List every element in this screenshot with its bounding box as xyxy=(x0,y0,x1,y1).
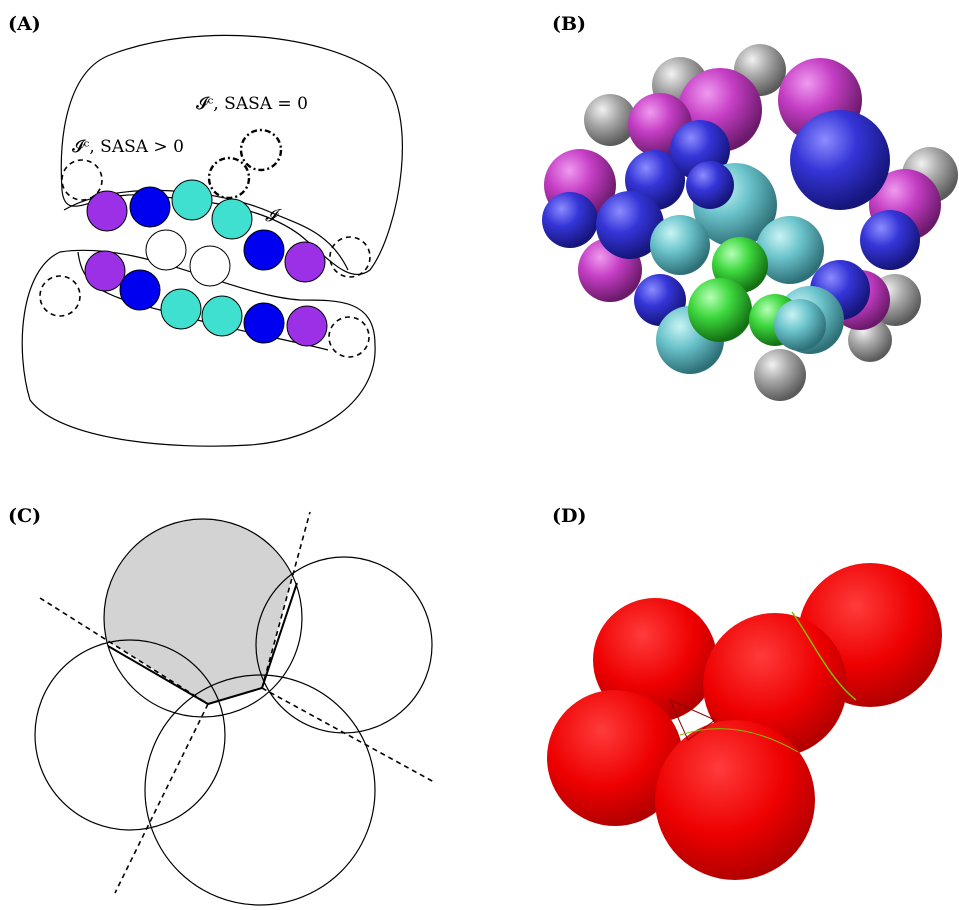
lower-protein-outline xyxy=(21,249,376,447)
atom-purple xyxy=(84,250,126,292)
label-sasa-positive: 𝓘ᶜ, SASA > 0 xyxy=(72,137,184,157)
sphere-cyan xyxy=(756,216,824,284)
panel-c: (C) xyxy=(8,505,435,906)
panel-label-b: (B) xyxy=(552,13,586,35)
panel-label-a: (A) xyxy=(8,13,41,35)
atom-blue xyxy=(243,302,285,344)
circle-bottom xyxy=(144,674,376,906)
sphere-cyan xyxy=(774,299,826,351)
atom-white xyxy=(189,245,231,287)
circle-top xyxy=(103,518,303,718)
bisector-line xyxy=(261,511,311,689)
panel-label-d: (D) xyxy=(552,505,586,527)
bisector-line xyxy=(114,703,209,894)
atom-sasa-positive xyxy=(39,275,81,317)
atom-purple xyxy=(284,241,326,283)
sphere-gray xyxy=(584,94,636,146)
panel-b: (B) xyxy=(542,13,958,401)
sphere-green xyxy=(688,278,752,342)
sphere-blue xyxy=(860,210,920,270)
atom-sasa-positive xyxy=(61,159,103,201)
atom-sasa-positive xyxy=(328,316,370,358)
sphere-blue xyxy=(596,191,664,259)
atom-sasa-zero xyxy=(207,156,251,200)
atom-cyan xyxy=(211,198,253,240)
panel-d: (D) xyxy=(547,505,942,880)
atom-sasa-positive xyxy=(329,236,371,278)
atom-cyan xyxy=(160,288,202,330)
bisector-line xyxy=(207,687,263,705)
sphere-cyan xyxy=(650,215,710,275)
sphere-blue xyxy=(542,192,598,248)
atom-cyan xyxy=(201,295,243,337)
atom-blue xyxy=(129,186,171,228)
sphere-blue xyxy=(686,161,734,209)
red-sphere xyxy=(655,720,815,880)
atom-purple xyxy=(86,190,128,232)
sphere-blue xyxy=(790,110,890,210)
panel-label-c: (C) xyxy=(8,505,41,527)
intersection-edge xyxy=(679,728,799,753)
label-sasa-zero: 𝓘ᶜ, SASA = 0 xyxy=(196,94,308,114)
bisector-line xyxy=(39,597,209,705)
sphere-gray xyxy=(754,349,806,401)
atom-purple xyxy=(286,305,328,347)
atom-cyan xyxy=(171,179,213,221)
atom-blue xyxy=(243,229,285,271)
intersection-edge xyxy=(791,611,857,701)
bisector-line xyxy=(261,687,435,783)
panel-a: (A) 𝓘ᶜ, SASA = 0 xyxy=(8,13,403,447)
red-sphere xyxy=(547,690,683,826)
atom-sasa-zero xyxy=(239,128,283,172)
circle-left xyxy=(34,639,226,831)
atom-white xyxy=(145,229,187,271)
atom-blue xyxy=(119,269,161,311)
power-cell-region xyxy=(104,519,302,704)
